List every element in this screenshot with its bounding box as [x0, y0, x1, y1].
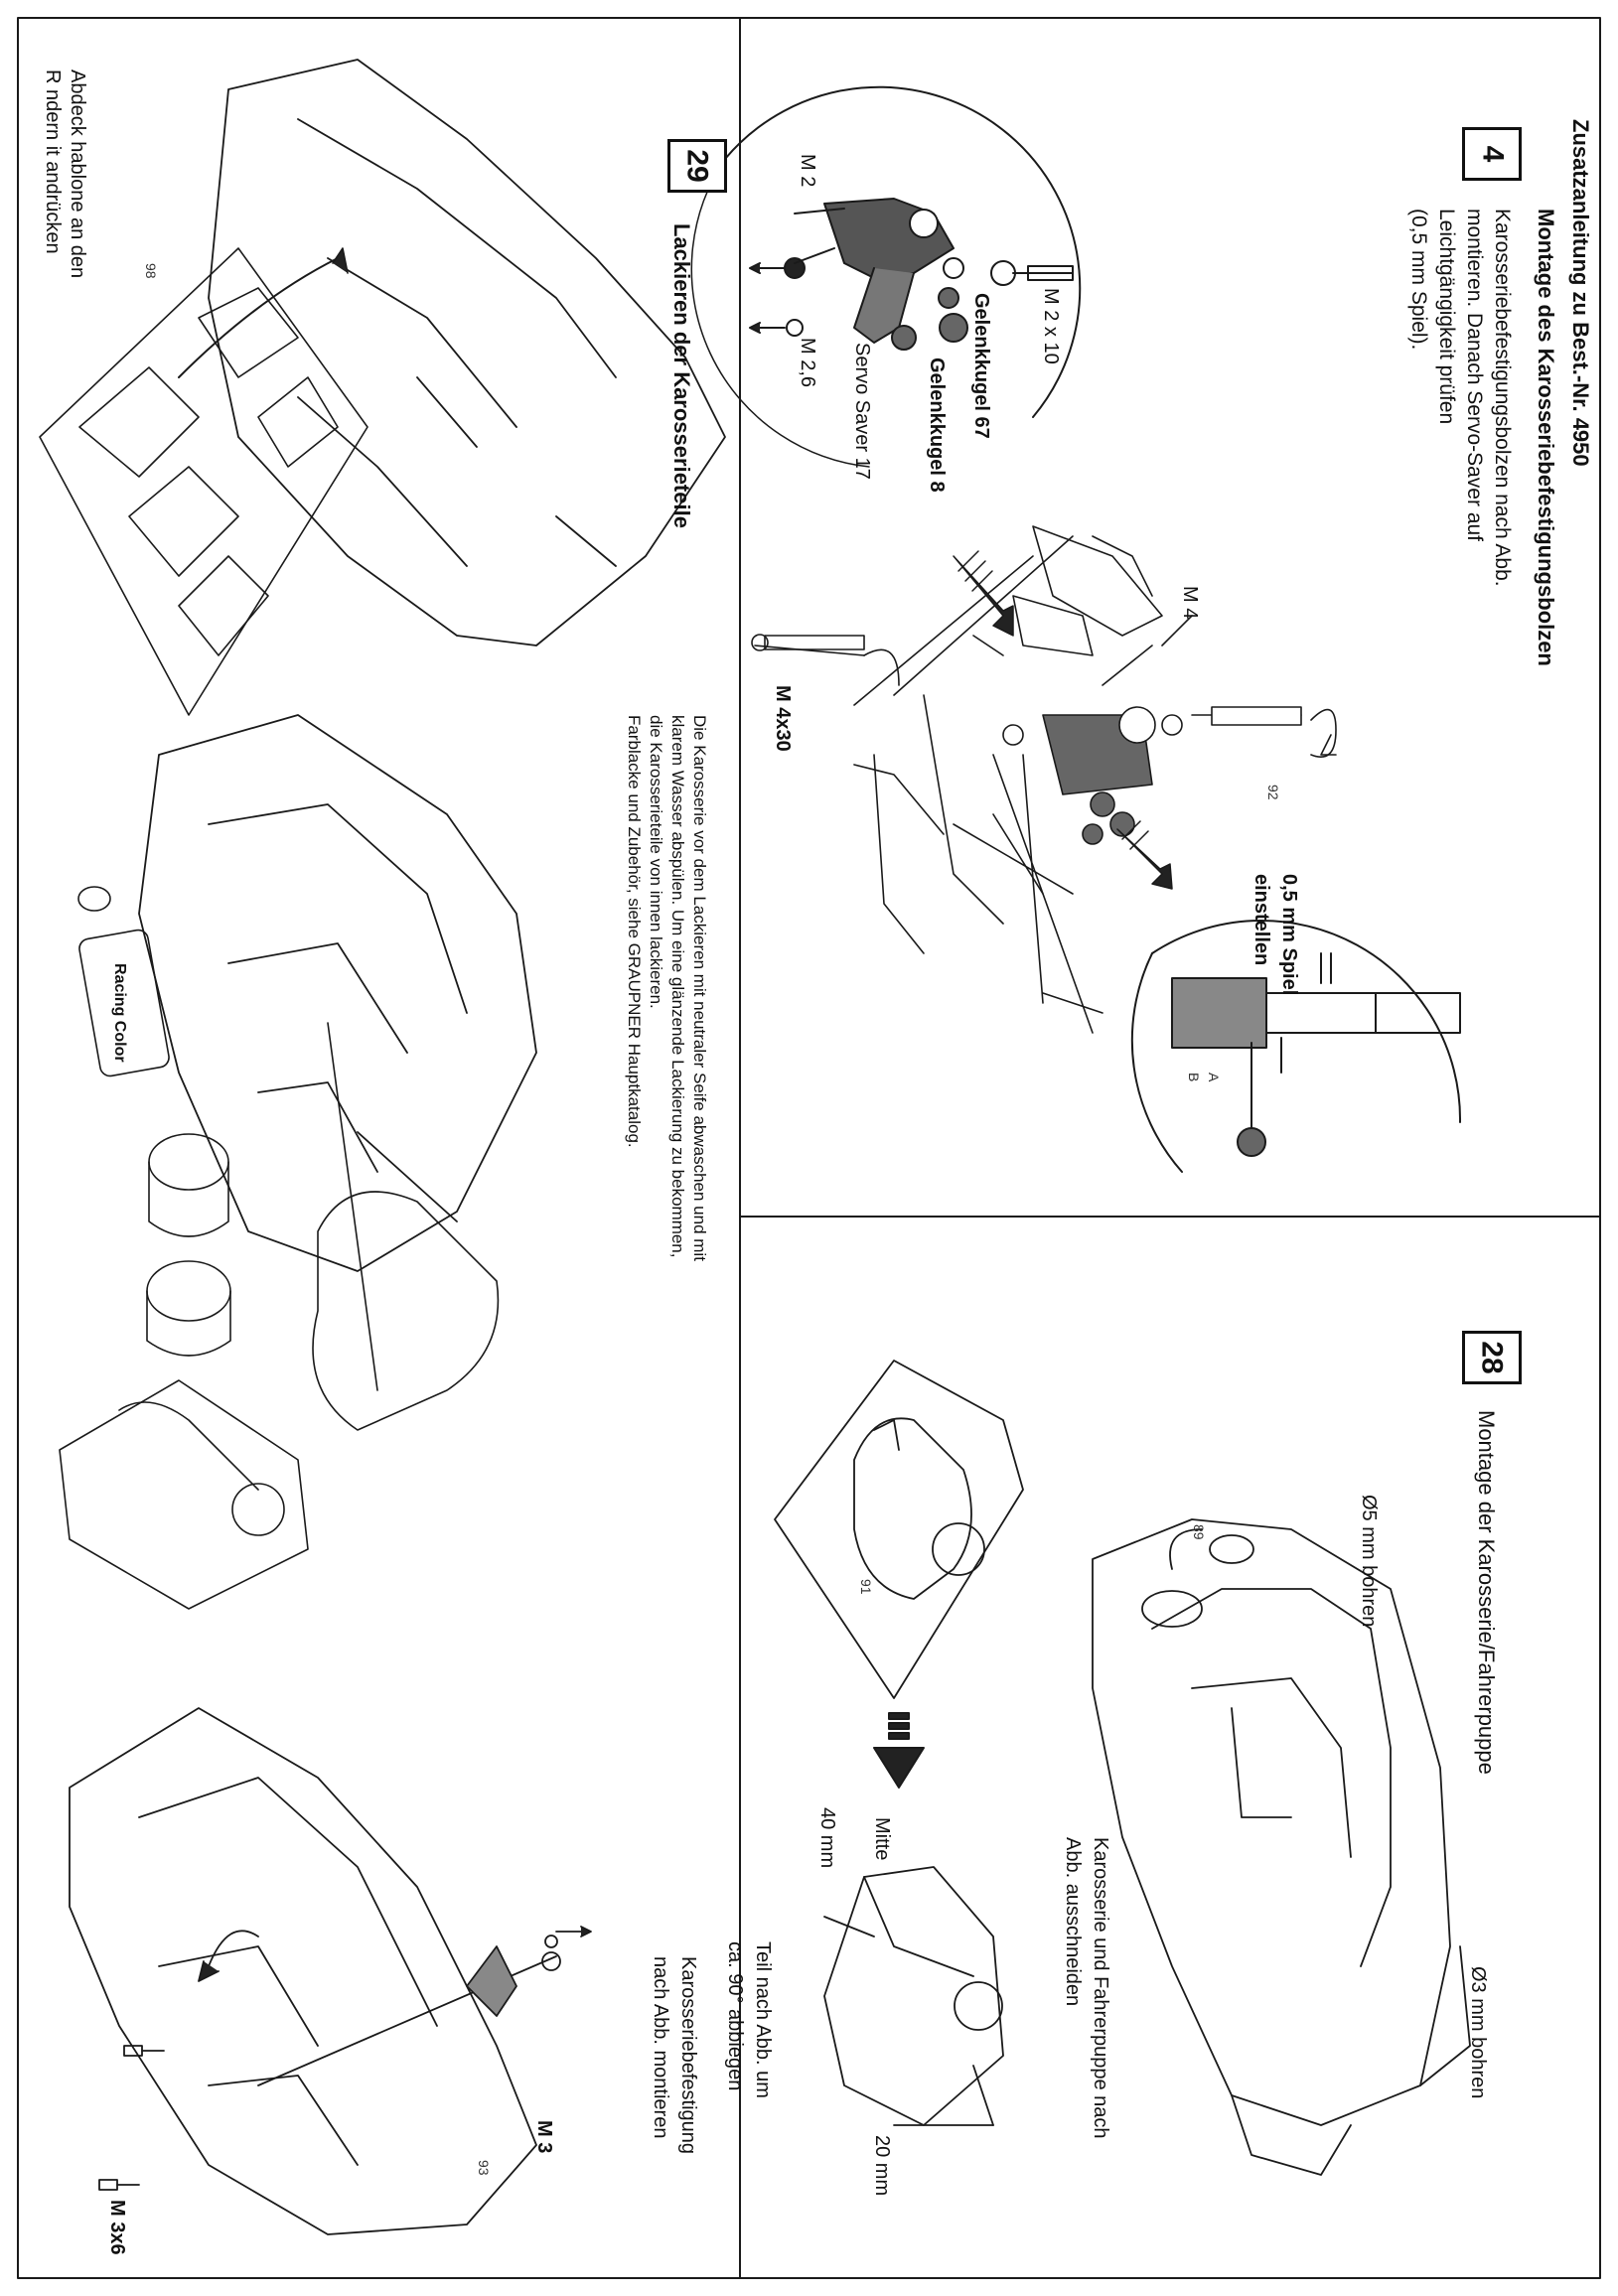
hand-brush-drawing [313, 1023, 498, 1430]
label-servo-saver: Servo Saver 17 [851, 343, 873, 480]
step-29-text-line: Die Karosserie vor dem Lackieren mit neu… [690, 715, 709, 1261]
chassis-frame-drawing [752, 526, 1336, 1033]
page-title: Zusatzanleitung zu Best.-Nr. 4950 [1568, 119, 1593, 467]
label-abdeck-1: Abdeck hablone an den [67, 70, 88, 279]
step-4-text-line: (0,5 mm Spiel). [1407, 209, 1430, 351]
label-b: B [1186, 1073, 1202, 1082]
label-bohren-3: Ø3 mm bohren [1467, 1966, 1489, 2099]
label-gelenkkugel-67: Gelenkkugel 67 [970, 293, 992, 439]
step-4-text-line: Karosseriebefestigungsbolzen nach Abb. [1491, 209, 1514, 587]
step-29-text-line: klarem Wasser abspülen. Um eine glänzend… [668, 715, 687, 1258]
step-29-heading: Lackieren der Karosserieteile [669, 223, 694, 528]
label-gelenkkugel-8: Gelenkkugel 8 [926, 358, 948, 493]
driver-sheet-drawing [775, 1361, 1023, 1698]
label-einstellen: einstellen [1250, 874, 1272, 966]
label-bend-line-2: ca. 90° abbiegen [724, 1941, 746, 2091]
paint-tube-drawing [77, 887, 170, 1077]
label-part-89: 89 [1191, 1524, 1207, 1540]
label-part-98: 98 [143, 263, 159, 279]
label-m4x30: M 4x30 [772, 685, 794, 752]
label-m2: M 2 [797, 154, 818, 188]
masking-template-drawing [40, 248, 368, 715]
step-4-badge: 4 [1462, 127, 1522, 181]
label-a: A [1206, 1073, 1222, 1082]
servo-saver-closeup-drawing [691, 87, 1080, 467]
step-28-badge: 28 [1462, 1331, 1522, 1384]
label-cut-line-1: Karosserie und Fahrerpuppe nach [1090, 1837, 1111, 2139]
step-28-heading: Montage der Karosserie/Fahrerpuppe [1474, 1410, 1499, 1775]
label-part-91: 91 [858, 1579, 874, 1595]
label-mitte: Mitte [871, 1817, 893, 1861]
car-body-step29-drawing [209, 60, 725, 646]
label-bend-line-1: Teil nach Abb. um [752, 1941, 774, 2098]
step-29-badge: 29 [667, 139, 727, 193]
step-29-text-line: Farblacke und Zubehör, siehe GRAUPNER Ha… [625, 715, 644, 1148]
car-mounting-drawing [70, 1708, 591, 2234]
label-m4: M 4 [1179, 586, 1201, 620]
label-cut-line-2: Abb. ausschneiden [1062, 1837, 1084, 2007]
label-part-93: 93 [476, 2160, 492, 2176]
label-mount-line-1: Karosseriebefestigung [677, 1956, 699, 2155]
painting-car-drawing [139, 715, 536, 1271]
step-29-text-line: die Karosserieteile von innen lackieren. [647, 715, 665, 1009]
paint-jars-drawing [147, 1134, 230, 1356]
label-bohren-5: Ø5 mm bohren [1358, 1495, 1380, 1628]
label-abdeck-2: R ndern it andrücken [42, 70, 64, 254]
down-arrow-step28 [874, 1713, 924, 1788]
spiel-detail-drawing [1132, 921, 1460, 1172]
label-m2x10: M 2 x 10 [1040, 288, 1062, 364]
bent-driver-drawing [824, 1867, 1003, 2125]
step-4-heading: Montage des Karosseriebefestigungsbolzen [1534, 209, 1558, 666]
label-spiel: 0,5 mm Spiel [1278, 874, 1300, 996]
label-m3x6: M 3x6 [106, 2200, 128, 2255]
hatched-arrows [954, 551, 1172, 889]
label-20mm: 20 mm [871, 2135, 893, 2197]
label-mount-line-2: nach Abb. montieren [650, 1956, 671, 2139]
driver-seat-step29-drawing [60, 1380, 308, 1609]
label-m2-6: M 2,6 [797, 338, 818, 388]
panel-borders [18, 18, 1600, 2278]
label-m3: M 3 [533, 2120, 555, 2154]
step-4-text-line: Leichtgängigkeit prüfen [1435, 209, 1458, 425]
step-4-text-line: montieren. Danach Servo-Saver auf [1463, 209, 1486, 542]
label-40mm: 40 mm [816, 1807, 838, 1869]
label-part-92: 92 [1265, 785, 1281, 800]
car-body-step28-drawing [1093, 1519, 1470, 2175]
paint-tube-label: Racing Color [111, 963, 128, 1063]
